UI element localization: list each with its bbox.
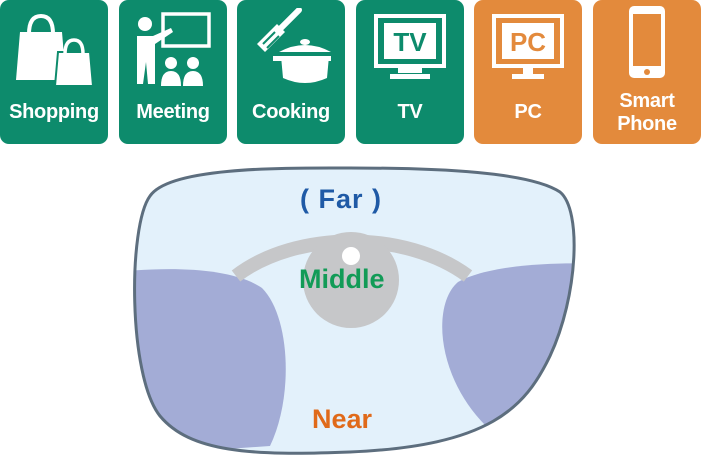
- tile-label: Cooking: [252, 101, 330, 123]
- tile-cooking: Cooking: [237, 0, 345, 144]
- tile-pc: PC PC: [474, 0, 582, 144]
- smartphone-icon: [629, 6, 665, 78]
- tile-label: PC: [514, 101, 542, 123]
- pupil-dot: [342, 247, 360, 265]
- lens-diagram: ( Far ) Middle Near: [0, 146, 702, 458]
- tile-shopping: Shopping: [0, 0, 108, 144]
- middle-zone-label: Middle: [299, 264, 385, 294]
- left-side-zone: [134, 269, 286, 454]
- tile-label: Smart Phone: [593, 90, 701, 136]
- cooking-pot-spatula-icon: [257, 8, 331, 83]
- tile-meeting: Meeting: [119, 0, 227, 144]
- middle-zone: [303, 232, 399, 328]
- pc-icon-text: PC: [510, 27, 546, 57]
- presenter-board-icon: [137, 12, 211, 86]
- shopping-bags-icon: [16, 13, 94, 87]
- tile-label-line: Phone: [617, 113, 677, 135]
- tile-smart-phone: Smart Phone: [593, 0, 701, 144]
- lens-graphic: [133, 166, 576, 455]
- pc-monitor-icon: PC: [492, 14, 564, 79]
- near-zone-label: Near: [312, 404, 373, 434]
- tv-icon-text: TV: [393, 27, 427, 57]
- activity-tiles: Shopping Meeting Cooking: [0, 0, 702, 146]
- tile-label: Meeting: [136, 101, 210, 123]
- tile-label: Shopping: [9, 101, 99, 123]
- tile-label-line: Smart: [619, 90, 675, 112]
- tile-label: TV: [397, 101, 423, 123]
- far-zone-label: ( Far ): [300, 184, 383, 214]
- lens-outline: [133, 166, 576, 455]
- tv-screen-icon: TV: [374, 14, 446, 79]
- tile-tv: TV TV: [356, 0, 464, 144]
